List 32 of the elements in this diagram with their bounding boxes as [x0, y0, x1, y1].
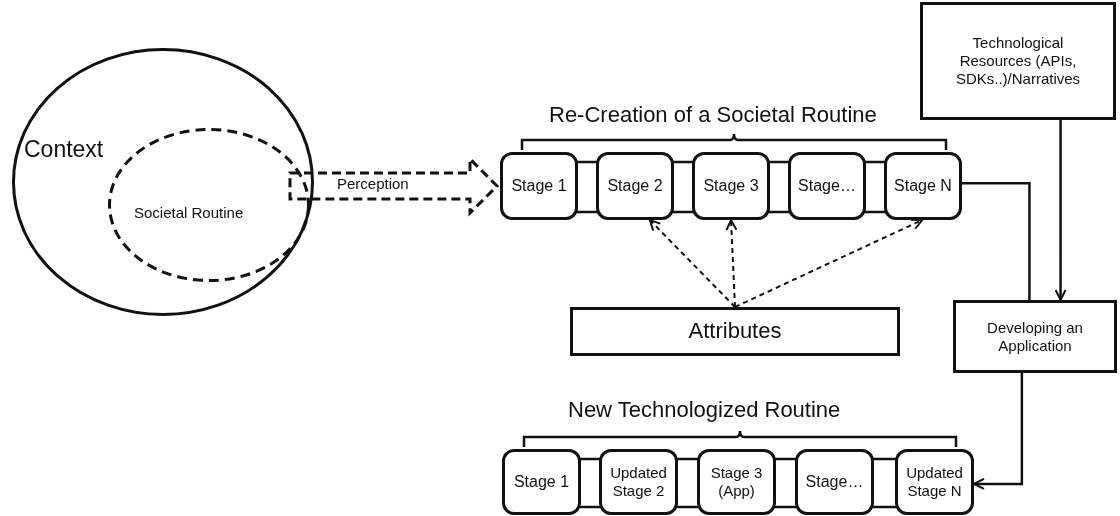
stage-box: Stage 1 — [500, 152, 578, 220]
arrow — [734, 218, 924, 308]
connector-band — [863, 160, 887, 214]
stage-box: Updated Stage 2 — [599, 449, 678, 515]
connector-band — [871, 457, 898, 509]
group-title: Re-Creation of a Societal Routine — [549, 102, 877, 128]
stage-box: Stage 3 (App) — [697, 449, 776, 515]
connector-band — [767, 160, 791, 214]
connector-band — [773, 457, 798, 509]
stage-box: Stage N — [884, 152, 962, 220]
stage-box: Stage… — [795, 449, 874, 515]
node-label: Context — [24, 136, 104, 164]
process-box: Technological Resources (APIs, SDKs..)/Narratives — [920, 2, 1116, 120]
connector-band — [675, 457, 700, 509]
connector-band — [671, 160, 695, 214]
stage-box: Stage 3 — [692, 152, 770, 220]
arrow — [1054, 120, 1067, 301]
arrow — [648, 219, 736, 308]
edge-label: Perception — [335, 175, 411, 192]
stage-box: Stage 2 — [596, 152, 674, 220]
process-box: Attributes — [570, 307, 900, 356]
node-label: Societal Routine — [134, 204, 244, 222]
arrow — [725, 219, 738, 308]
connector-band — [575, 160, 599, 214]
arrow — [973, 373, 1024, 490]
group-title: New Technologized Routine — [568, 397, 841, 423]
stage-box: Stage 1 — [502, 449, 581, 515]
connector-band — [578, 457, 602, 509]
process-box: Developing an Application — [953, 300, 1117, 373]
stage-box: Stage… — [788, 152, 866, 220]
connector-line — [962, 182, 1031, 300]
stage-box: Updated Stage N — [895, 449, 974, 515]
